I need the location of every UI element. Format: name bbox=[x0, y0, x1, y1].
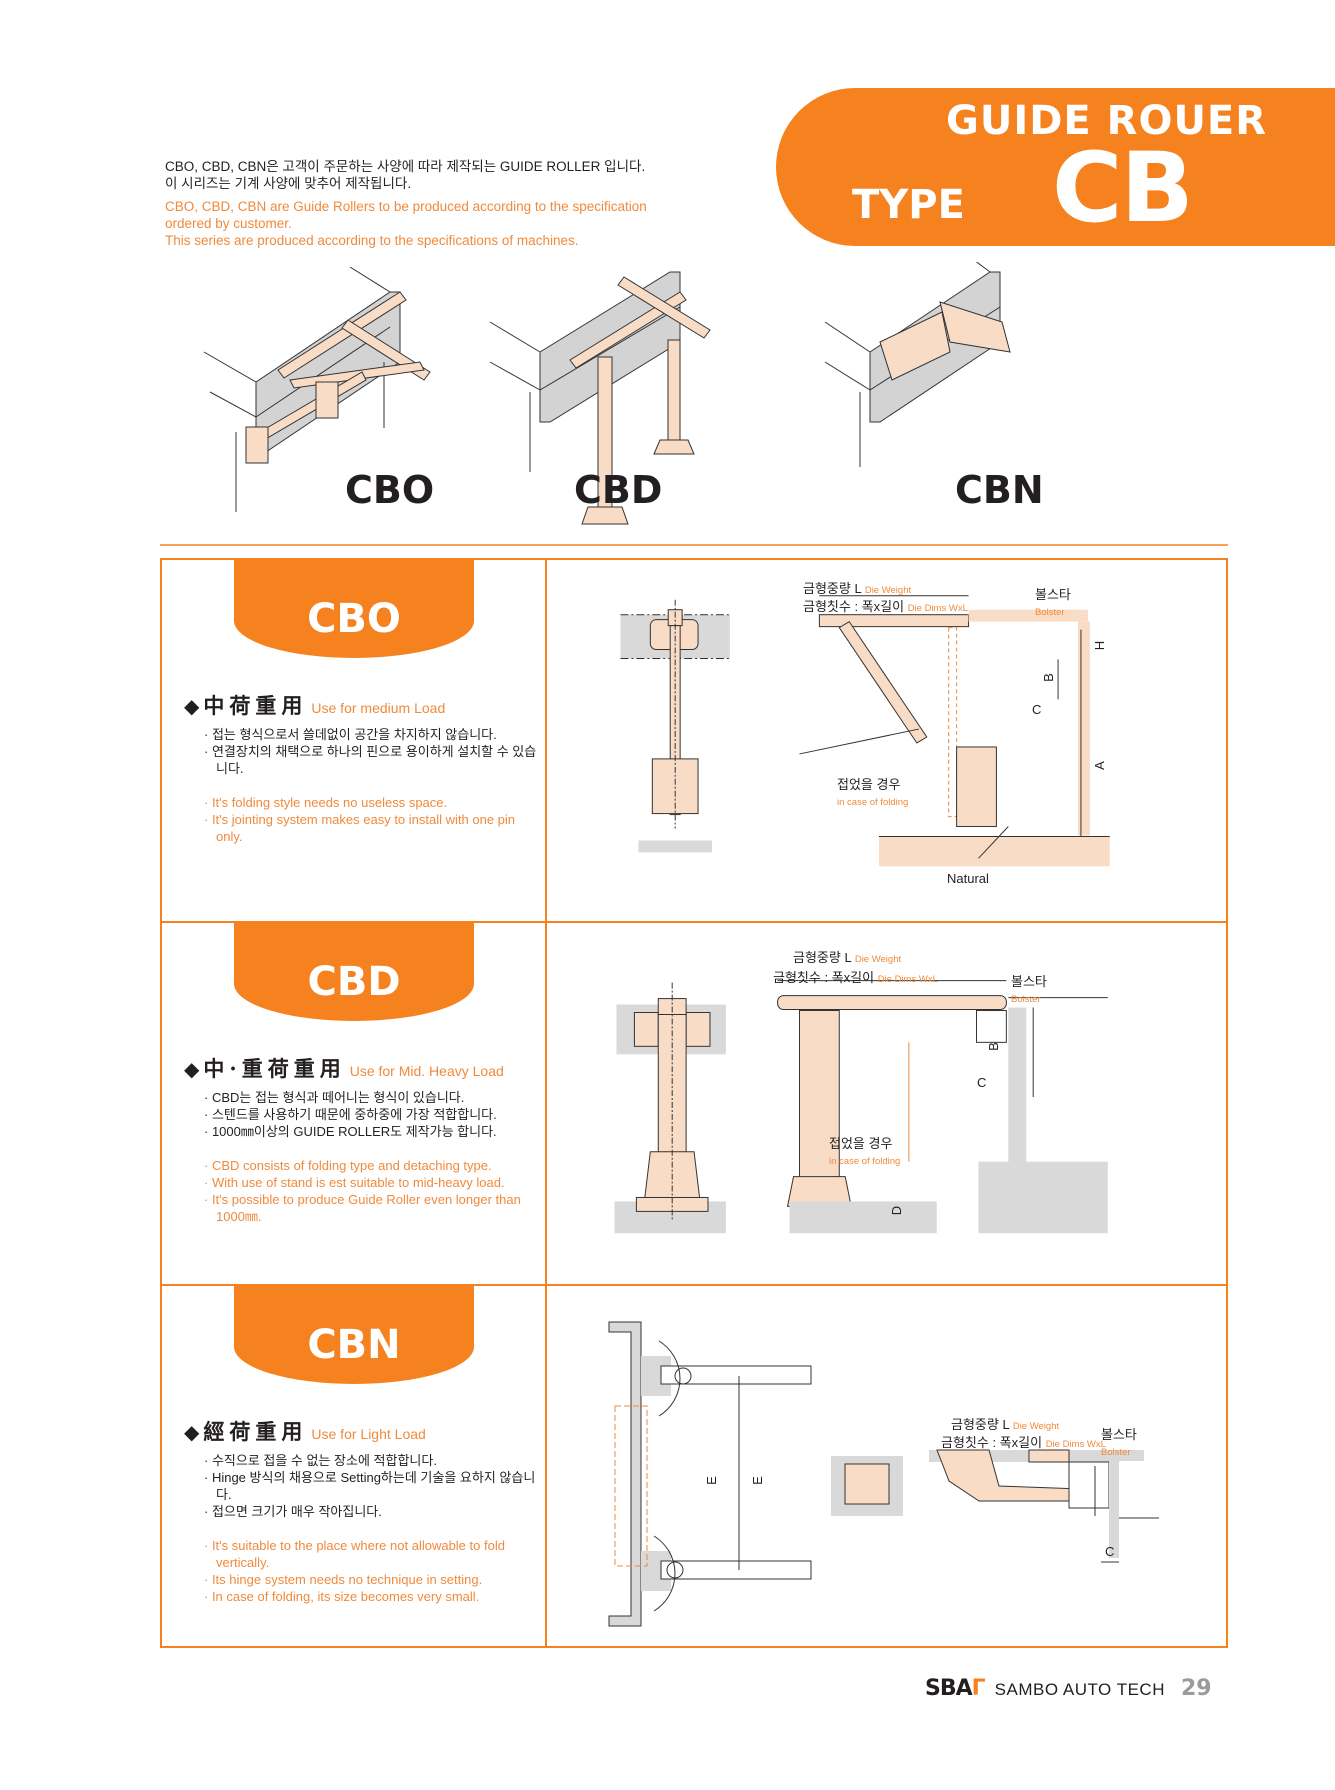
cbo-tab: CBO bbox=[234, 560, 474, 658]
bullet-en: · It's folding style needs no useless sp… bbox=[204, 795, 448, 810]
cbn-bullets: · 수직으로 접을 수 없는 장소에 적합합니다. · Hinge 방식의 채용… bbox=[204, 1452, 539, 1605]
dim-e: E bbox=[703, 1476, 719, 1485]
hero-illustrations: CBO CBD CBN bbox=[190, 241, 1190, 532]
cbn-diagram-panel: E E C 금형중량 L Die Weight 금형칫수 : 폭x길이 Die … bbox=[549, 1286, 1226, 1648]
intro-ko-line: CBO, CBD, CBN은 고객이 주문하는 사양에 따라 제작되는 GUID… bbox=[165, 159, 646, 174]
cbn-die-dims-label: 금형칫수 : 폭x길이 Die Dims WxL bbox=[941, 1435, 1106, 1450]
company-logo: SBAΓ bbox=[925, 1676, 986, 1701]
cbo-description: CBO ◆ 中荷重用 Use for medium Load · 접는 형식으로… bbox=[162, 560, 547, 921]
bullet-en: · It's jointing system makes easy to ins… bbox=[204, 812, 516, 844]
diamond-icon: ◆ bbox=[184, 1059, 200, 1081]
cbd-tab: CBD bbox=[234, 923, 474, 1021]
intro-ko-line: 이 시리즈는 기계 사양에 맞추어 제작됩니다. bbox=[165, 176, 412, 191]
cbo-diagram-panel: 금형중량 L Die Weight 금형칫수 : 폭x길이 Die Dims W… bbox=[549, 560, 1226, 921]
intro-text: CBO, CBD, CBN은 고객이 주문하는 사양에 따라 제작되는 GUID… bbox=[165, 158, 685, 249]
row-cbd: CBD ◆ 中·重荷重用 Use for Mid. Heavy Load · C… bbox=[162, 923, 1226, 1286]
bullet-ko: · 접으면 크기가 매우 작아집니다. bbox=[204, 1504, 382, 1519]
diamond-icon: ◆ bbox=[184, 1422, 200, 1444]
bullet-en: · With use of stand is est suitable to m… bbox=[204, 1175, 505, 1190]
row-cbo: CBO ◆ 中荷重用 Use for medium Load · 접는 형식으로… bbox=[162, 560, 1226, 923]
banner-title: GUIDE ROUER bbox=[946, 98, 1268, 144]
cbo-bullets: · 접는 형식으로서 쓸데없이 공간을 차지하지 않습니다. · 연결장치의 채… bbox=[204, 726, 539, 845]
dim-c: C bbox=[977, 1075, 987, 1090]
page-number: 29 bbox=[1180, 1676, 1212, 1701]
bullet-ko: · 접는 형식으로서 쓸데없이 공간을 차지하지 않습니다. bbox=[204, 727, 497, 742]
intro-en-line: This series are produced according to th… bbox=[165, 233, 579, 248]
bullet-en: · It's suitable to the place where not a… bbox=[204, 1538, 505, 1570]
cbn-description: CBN ◆ 經荷重用 Use for Light Load · 수직으로 접을 … bbox=[162, 1286, 547, 1648]
cbo-technical-drawing-icon bbox=[620, 595, 1110, 867]
hero-label-cbd: CBD bbox=[574, 468, 663, 512]
dim-d: D bbox=[889, 1205, 905, 1216]
cbd-diagram-panel: 금형중량 L Die Weight 금형칫수 : 폭x길이 Die Dims W… bbox=[549, 923, 1226, 1284]
cbd-technical-drawing-icon bbox=[614, 980, 1108, 1234]
bullet-en: · Its hinge system needs no technique in… bbox=[204, 1572, 483, 1587]
cbd-die-dims-label: 금형칫수 : 폭x길이 Die Dims WxL bbox=[773, 970, 938, 985]
cbn-technical-drawing-icon bbox=[608, 1321, 1159, 1627]
dim-c: C bbox=[1032, 702, 1042, 717]
bullet-ko: · 수직으로 접을 수 없는 장소에 적합합니다. bbox=[204, 1453, 437, 1468]
spec-table: CBO ◆ 中荷重用 Use for medium Load · 접는 형식으로… bbox=[160, 558, 1228, 1648]
isometric-drawings-icon bbox=[203, 241, 1011, 525]
cbn-die-weight-label: 금형중량 L Die Weight bbox=[951, 1417, 1060, 1432]
intro-en-line: CBO, CBD, CBN are Guide Rollers to be pr… bbox=[165, 199, 647, 214]
cbn-load-title: ◆ 經荷重用 Use for Light Load bbox=[184, 1419, 426, 1444]
bullet-en: · CBD consists of folding type and detac… bbox=[204, 1158, 492, 1173]
section-divider bbox=[160, 544, 1228, 546]
bullet-ko: · 1000㎜이상의 GUIDE ROLLER도 제작가능 합니다. bbox=[204, 1124, 497, 1139]
dim-c: C bbox=[1105, 1544, 1115, 1559]
bullet-ko: · CBD는 접는 형식과 떼어니는 형식이 있습니다. bbox=[204, 1090, 465, 1105]
cbd-die-weight-label: 금형중량 L Die Weight bbox=[793, 950, 902, 965]
diamond-icon: ◆ bbox=[184, 696, 200, 718]
hero-label-cbo: CBO bbox=[345, 468, 435, 512]
dim-h: H bbox=[1092, 640, 1108, 651]
intro-en-line: ordered by customer. bbox=[165, 216, 292, 231]
dim-b: B bbox=[985, 1042, 1001, 1051]
type-banner: GUIDE ROUER TYPE CB bbox=[776, 88, 1335, 246]
cbo-die-dims-label: 금형칫수 : 폭x길이 Die Dims WxL bbox=[803, 599, 968, 614]
cbd-load-title: ◆ 中·重荷重用 Use for Mid. Heavy Load bbox=[184, 1056, 504, 1081]
cbo-natural-label: Natural bbox=[947, 871, 989, 886]
dim-e: E bbox=[749, 1476, 765, 1485]
row-cbn: CBN ◆ 經荷重用 Use for Light Load · 수직으로 접을 … bbox=[162, 1286, 1226, 1648]
bullet-en: · In case of folding, its size becomes v… bbox=[204, 1589, 480, 1604]
company-name: SAMBO AUTO TECH bbox=[994, 1680, 1165, 1699]
dim-a: A bbox=[1091, 761, 1107, 770]
cbd-description: CBD ◆ 中·重荷重用 Use for Mid. Heavy Load · C… bbox=[162, 923, 547, 1284]
banner-type-label: TYPE bbox=[852, 182, 965, 228]
bullet-ko: · 연결장치의 채택으로 하나의 핀으로 용이하게 설치할 수 있습니다. bbox=[204, 744, 537, 776]
cbd-bullets: · CBD는 접는 형식과 떼어니는 형식이 있습니다. · 스텐드를 사용하기… bbox=[204, 1089, 539, 1225]
bullet-en: · It's possible to produce Guide Roller … bbox=[204, 1192, 521, 1224]
page-footer: SBAΓ SAMBO AUTO TECH 29 bbox=[925, 1676, 1212, 1701]
dim-b: B bbox=[1040, 673, 1056, 682]
bullet-ko: · Hinge 방식의 채용으로 Setting하는데 기술을 요하지 않습니다… bbox=[204, 1470, 536, 1502]
hero-label-cbn: CBN bbox=[955, 468, 1044, 512]
cbo-die-weight-label: 금형중량 L Die Weight bbox=[803, 581, 912, 596]
cbn-tab: CBN bbox=[234, 1286, 474, 1384]
cbo-load-title: ◆ 中荷重用 Use for medium Load bbox=[184, 693, 446, 718]
bullet-ko: · 스텐드를 사용하기 때문에 중하중에 가장 적합합니다. bbox=[204, 1107, 497, 1122]
banner-type-code: CB bbox=[1052, 132, 1194, 244]
